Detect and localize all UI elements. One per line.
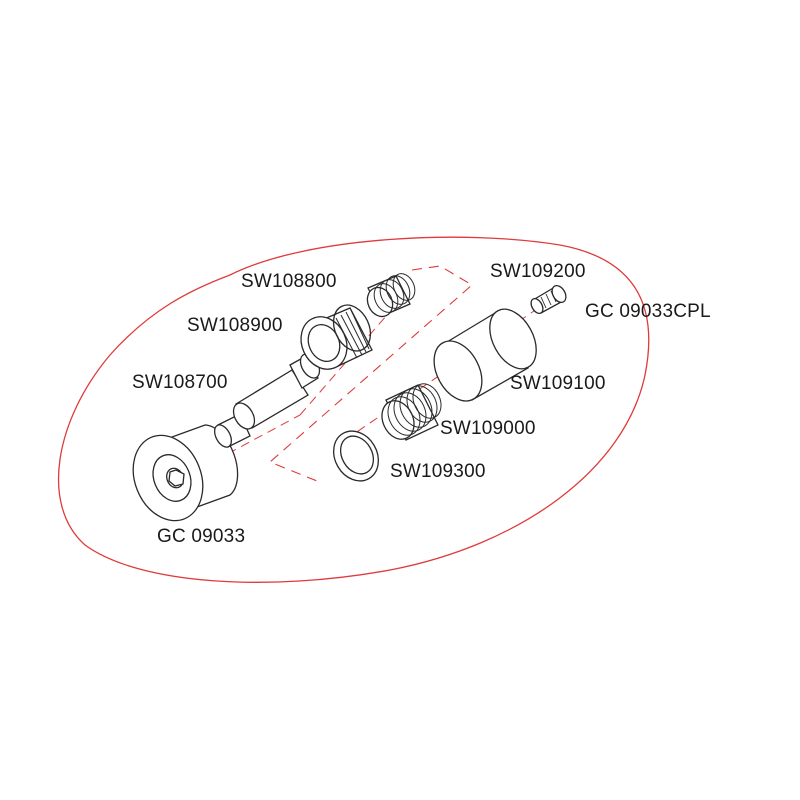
- part-sw109200-screw: [530, 284, 567, 315]
- label-sw108800: SW108800: [241, 271, 337, 292]
- part-sw109300-washer: [332, 430, 380, 482]
- part-sw108900-bushing: [300, 304, 373, 370]
- label-gc09033: GC 09033: [157, 526, 246, 547]
- part-sw109000-spring: [381, 383, 442, 441]
- kit-boundary-outline: [57, 236, 650, 583]
- part-gc09033-base: [132, 424, 239, 522]
- label-sw109300: SW109300: [390, 461, 486, 482]
- label-sw109100: SW109100: [510, 373, 606, 394]
- part-sw108700-stem: [213, 353, 321, 448]
- label-sw109000: SW109000: [440, 418, 536, 439]
- label-sw108700: SW108700: [132, 372, 228, 393]
- label-sw109200: SW109200: [490, 261, 586, 282]
- label-sw108900: SW108900: [187, 315, 283, 336]
- part-sw108800-spring: [366, 273, 416, 318]
- part-sw109100-sleeve: [433, 308, 537, 402]
- label-gc09033cpl: GC 09033CPL: [585, 301, 711, 322]
- dashed-bracket: [268, 265, 473, 484]
